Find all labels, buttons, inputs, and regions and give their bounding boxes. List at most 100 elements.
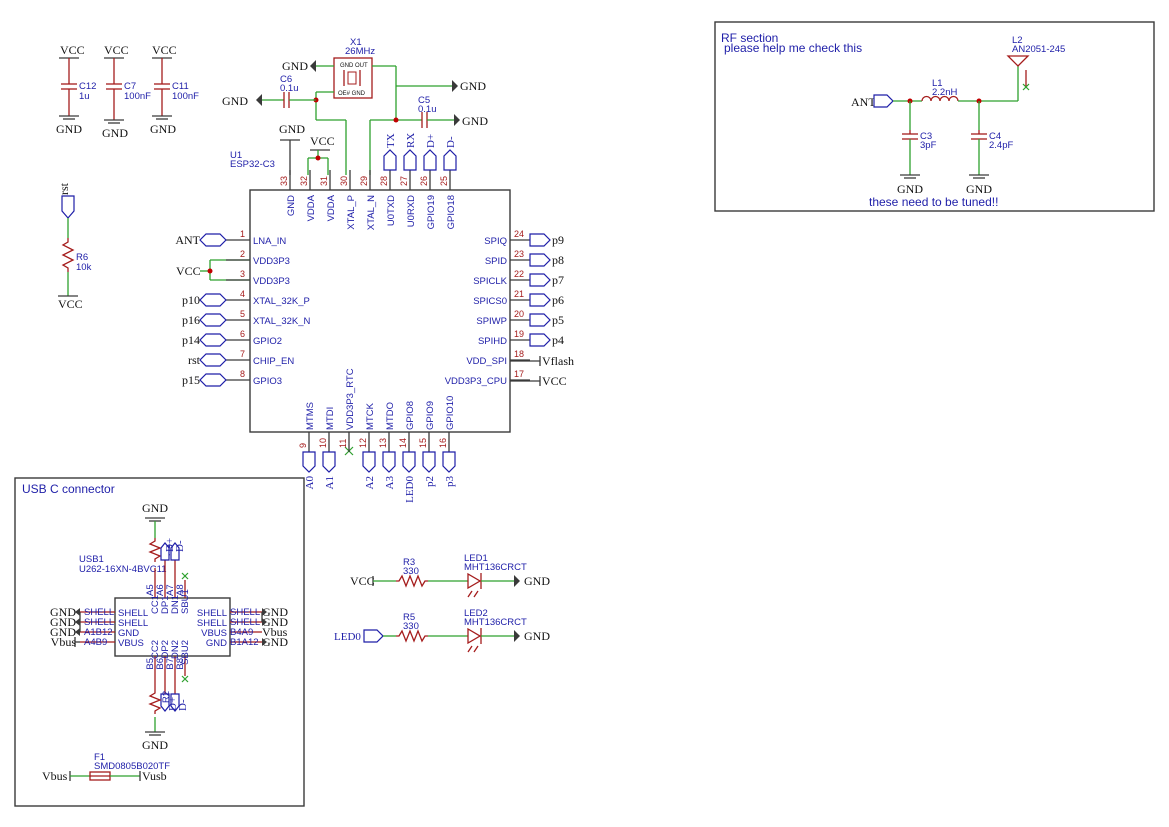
usb-pin-number: B6: [155, 658, 166, 670]
usb-pin-number: A7: [165, 584, 176, 596]
pin-net-label: p5: [552, 313, 564, 327]
c5-ref: C5: [418, 95, 430, 106]
pin-number: 25: [439, 176, 449, 186]
led1-gnd-label: GND: [524, 574, 550, 588]
c12-vcc-label: VCC: [60, 43, 85, 57]
pin-net-label: rst: [188, 353, 201, 367]
led1-circuit[interactable]: VCC R3 330 GND LED1 MHT136CRCT: [350, 553, 550, 598]
x1-pins-top: GND OUT: [340, 63, 368, 69]
pin-name: SPIQ: [484, 236, 507, 247]
pin-net-label: LED0: [404, 476, 416, 503]
pin-name: XTAL_P: [346, 195, 357, 230]
cap-c12[interactable]: VCC C12 1u GND: [56, 43, 96, 136]
reset-pullup[interactable]: rst R6 10k VCC: [57, 182, 92, 311]
r5-ref: R5: [403, 612, 415, 623]
pin-number: 22: [514, 269, 524, 279]
u1-top-gnd-label: GND: [279, 122, 305, 136]
rf-ant-label: ANT: [851, 95, 876, 109]
l2-ref: L2: [1012, 35, 1023, 46]
u1-vflash-label: Vflash: [542, 354, 574, 368]
pin-net-label: p8: [552, 253, 564, 267]
r3-ref: R3: [403, 557, 415, 568]
usb-pin-number: B8: [175, 658, 186, 670]
mcu-u1[interactable]: U1 ESP32-C3 GND VCC VCC Vflash VCC 1LNA_…: [175, 122, 574, 503]
usb-pin-number: SHELL: [84, 607, 114, 618]
usb-net-label: GND: [262, 605, 288, 619]
x1-value: 26MHz: [345, 46, 375, 57]
led2-circuit[interactable]: LED0 R5 330 GND LED2 MHT136CRCT: [334, 608, 550, 653]
pin-name: LNA_IN: [253, 236, 286, 247]
f1-value: SMD0805B020TF: [94, 761, 170, 772]
pin-net-label: A0: [304, 476, 316, 490]
usb-section[interactable]: USB C connector GND R1 USB1 U262-16XN-4B…: [14, 477, 305, 807]
cap-c11[interactable]: VCC C11 100nF GND: [150, 43, 199, 136]
rf-section[interactable]: RF section please help me check this ANT…: [714, 21, 1155, 212]
cap-c7[interactable]: VCC C7 100nF GND: [102, 43, 151, 140]
usb1-value: U262-16XN-4BVC11: [79, 564, 166, 575]
pin-name: GND: [286, 195, 297, 216]
usb-net-label: GND: [262, 635, 288, 649]
u1-vdda-vcc-label: VCC: [310, 134, 335, 148]
f1-ref: F1: [94, 752, 105, 763]
c7-gnd-label: GND: [102, 126, 128, 140]
crystal-x1[interactable]: X1 26MHz GND OUT OE# GND GND GND GND C6 …: [222, 37, 488, 175]
c6-gnd-label: GND: [222, 94, 248, 108]
usb-net-label: GND: [50, 625, 76, 639]
usb-pin-name: CC1: [150, 595, 161, 614]
pin-name: U0RXD: [406, 195, 417, 227]
usb-pin-number: B5: [145, 658, 156, 670]
pin-number: 31: [319, 176, 329, 186]
pin-number: 1: [240, 229, 245, 239]
pin-number: 24: [514, 229, 524, 239]
